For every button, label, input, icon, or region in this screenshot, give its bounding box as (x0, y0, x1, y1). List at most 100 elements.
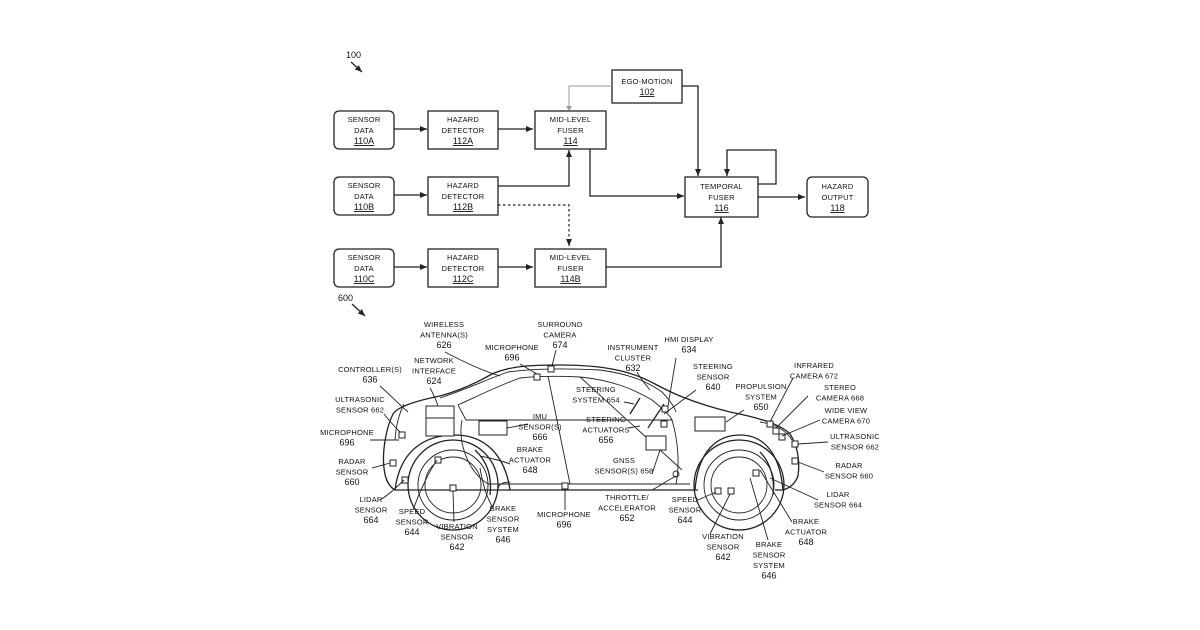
label-lidar-right-line-1: LIDAR (826, 490, 849, 499)
label-brakesys-left-line-3: SYSTEM (487, 525, 519, 534)
hazard-112c-number: 112C (453, 274, 474, 284)
label-lidar-left-line-3: 664 (363, 515, 378, 525)
hazard-112b-label-2: DETECTOR (442, 192, 485, 201)
label-radar-right-line-2: SENSOR 660 (825, 472, 873, 481)
label-brakeact-left-line-1: BRAKE (517, 445, 543, 454)
label-hmi-line-1: HMI DISPLAY (664, 335, 713, 344)
label-mic-top-line-1: MICROPHONE (485, 343, 539, 352)
label-mic-bottom-line-2: 696 (556, 520, 571, 530)
label-vib-right-line-2: SENSOR (707, 543, 740, 552)
propulsion-box (695, 417, 725, 431)
ego-102-box: EGO-MOTION102 (612, 70, 682, 103)
sensor-110c-number: 110C (354, 274, 375, 284)
sensor-110b-label-1: SENSOR (348, 181, 381, 190)
sensor-110a-number: 110A (354, 136, 374, 146)
label-surround-line-1: SURROUND (538, 320, 583, 329)
hazard-112a-box: HAZARDDETECTOR112A (428, 111, 498, 149)
sensor-110a-label-1: SENSOR (348, 115, 381, 124)
label-propulsion-line-3: 650 (753, 402, 768, 412)
label-ultra-left-line-1: ULTRASONIC (335, 395, 385, 404)
label-lidar-right-line-2: SENSOR 664 (814, 501, 862, 510)
temporal-116-box: TEMPORALFUSER116 (685, 177, 758, 217)
label-steering-sys-line-2: SYSTEM 654 (572, 396, 619, 405)
hazard-112a-label-2: DETECTOR (442, 126, 485, 135)
label-brakeact-left-line-3: 648 (522, 465, 537, 475)
label-vib-right-line-1: VIBRATION (702, 532, 744, 541)
sensor-110c-label-2: DATA (354, 264, 374, 273)
figure-ref-100: 100 (346, 50, 361, 60)
temporal-116-label-1: TEMPORAL (700, 182, 743, 191)
sensor-110b-label-2: DATA (354, 192, 374, 201)
label-brakesys-right-line-2: SENSOR (753, 551, 786, 560)
hazard-112b-number: 112B (453, 202, 473, 212)
label-propulsion-line-1: PROPULSION (735, 382, 786, 391)
arrow-114b-116 (606, 217, 721, 267)
label-ultra-left-line-2: SENSOR 662 (336, 406, 384, 415)
label-mic-left-line-2: 696 (339, 438, 354, 448)
steering-column (630, 398, 640, 414)
fuser-114b-box: MID-LEVELFUSER114B (535, 249, 606, 287)
label-instrument-line-1: INSTRUMENT (607, 343, 658, 352)
hazard-112c-box: HAZARDDETECTOR112C (428, 249, 498, 287)
hazard-112a-label-1: HAZARD (447, 115, 479, 124)
sensor-110c-box: SENSORDATA110C (334, 249, 394, 287)
label-wireless-line-2: ANTENNA(S) (420, 331, 468, 340)
label-infrared-line-2: CAMERA 672 (790, 372, 838, 381)
hazard-112b-box: HAZARDDETECTOR112B (428, 177, 498, 215)
label-ultra-right-line-1: ULTRASONIC (830, 432, 880, 441)
label-ultra-right-line-2: SENSOR 662 (831, 443, 879, 452)
label-brakesys-right-line-4: 646 (761, 571, 776, 581)
arrow-112b-114b (498, 205, 569, 246)
figure-ref-100-arrow (351, 62, 362, 72)
label-radar-left-line-1: RADAR (338, 457, 366, 466)
arrow-114-116 (590, 149, 684, 196)
label-stereo-line-2: CAMERA 668 (816, 394, 864, 403)
label-imu-line-3: 666 (532, 432, 547, 442)
label-steering-act-line-3: 656 (598, 435, 613, 445)
sensor-110b-box: SENSORDATA110B (334, 177, 394, 215)
output-118-box: HAZARDOUTPUT118 (807, 177, 868, 217)
label-network-line-3: 624 (426, 376, 441, 386)
label-brakeact-right-line-3: 648 (798, 537, 813, 547)
flow-boxes: SENSORDATA110ASENSORDATA110BSENSORDATA11… (334, 70, 868, 287)
fuser-114-box: MID-LEVELFUSER114 (535, 111, 606, 149)
label-controller-line-2: 636 (362, 375, 377, 385)
label-hmi-line-2: 634 (681, 345, 696, 355)
arrow-112b-114 (498, 150, 569, 186)
label-steering-sensor-line-2: SENSOR (697, 373, 730, 382)
label-steering-sensor-line-1: STEERING (693, 362, 733, 371)
label-wireless-line-1: WIRELESS (424, 320, 464, 329)
label-brakesys-left-line-2: SENSOR (487, 515, 520, 524)
label-brakesys-right-line-1: BRAKE (756, 540, 782, 549)
label-throttle-line-2: ACCELERATOR (598, 504, 656, 513)
label-brakeact-right-line-2: ACTUATOR (785, 528, 828, 537)
output-118-number: 118 (830, 203, 844, 213)
label-wideview-line-1: WIDE VIEW (825, 406, 868, 415)
label-brakeact-right-line-1: BRAKE (793, 517, 819, 526)
label-mic-top-line-2: 696 (504, 353, 519, 363)
label-wireless-line-3: 626 (436, 340, 451, 350)
sensor-110a-box: SENSORDATA110A (334, 111, 394, 149)
fuser-114-label-2: FUSER (557, 126, 584, 135)
fuser-114-number: 114 (563, 136, 577, 146)
rear-wheel (694, 435, 784, 530)
component-labels: WIRELESSANTENNA(S)626SURROUNDCAMERA674MI… (320, 320, 880, 581)
label-radar-left-line-3: 660 (344, 477, 359, 487)
label-surround-line-3: 674 (552, 340, 567, 350)
label-throttle-line-3: 652 (619, 513, 634, 523)
label-brakesys-left-line-4: 646 (495, 535, 510, 545)
label-speed-left-line-1: SPEED (399, 507, 426, 516)
label-imu-line-1: IMU (533, 412, 547, 421)
label-speed-right-line-2: SENSOR (669, 506, 702, 515)
output-118-label-1: HAZARD (821, 182, 853, 191)
label-speed-left-line-3: 644 (404, 527, 419, 537)
label-brakesys-right-line-3: SYSTEM (753, 561, 785, 570)
label-vib-left-line-1: VIBRATION (436, 522, 478, 531)
figure-ref-600-arrow (352, 304, 365, 316)
label-radar-right-line-1: RADAR (835, 461, 863, 470)
arrow-102-114-head (566, 106, 572, 111)
label-controller-line-1: CONTROLLER(S) (338, 365, 402, 374)
label-network-line-1: NETWORK (414, 356, 454, 365)
label-instrument-line-3: 632 (625, 363, 640, 373)
